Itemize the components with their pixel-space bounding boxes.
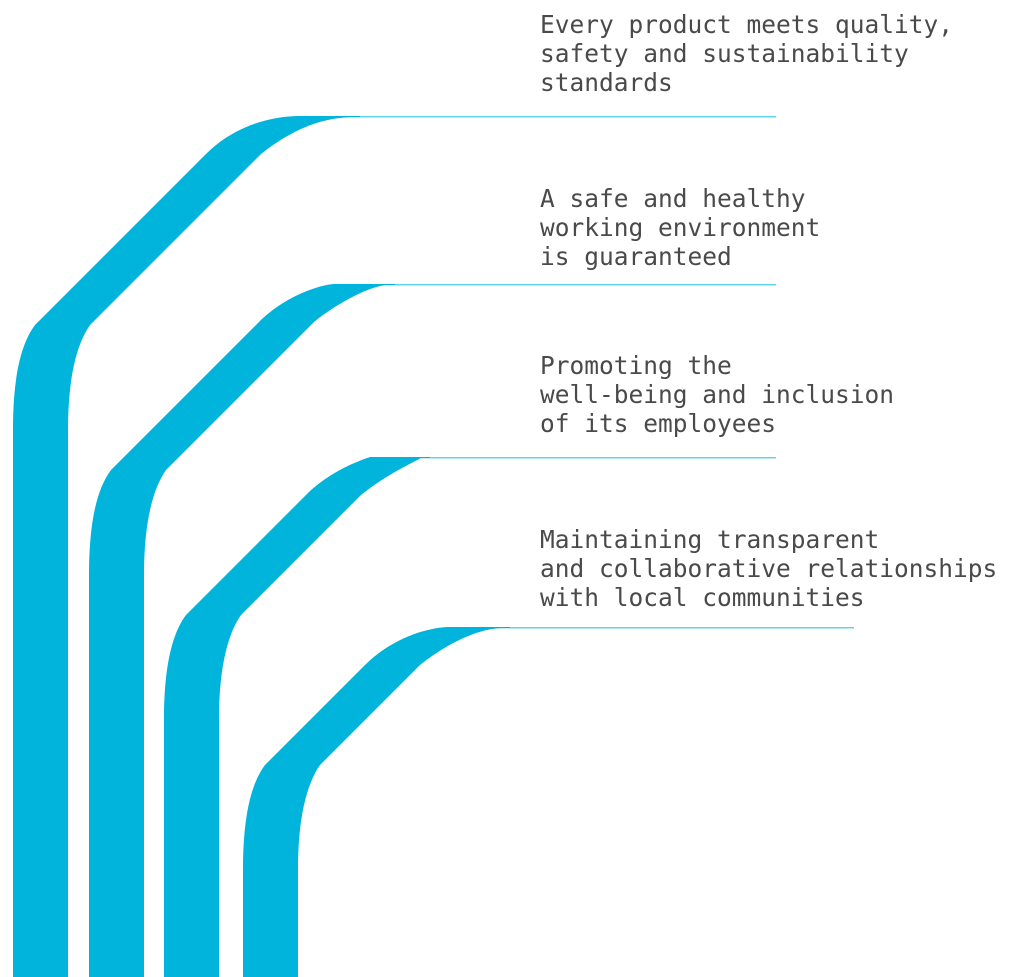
label-line: well-being and inclusion	[540, 380, 895, 409]
label-line: Maintaining transparent	[540, 525, 880, 554]
label-line: with local communities	[540, 583, 865, 612]
label-line: Every product meets quality,	[540, 10, 954, 39]
label-line: A safe and healthy	[540, 184, 806, 213]
label-line: safety and sustainability	[540, 39, 909, 68]
label-line: is guaranteed	[540, 242, 732, 271]
label-line: working environment	[540, 213, 821, 242]
label-line: standards	[540, 68, 673, 97]
label-line: Promoting the	[540, 351, 732, 380]
flow-band-4	[243, 627, 854, 977]
commitment-label-1: Every product meets quality,safety and s…	[540, 10, 953, 97]
label-line: of its employees	[540, 409, 777, 438]
label-line: and collaborative relationships	[540, 554, 998, 583]
